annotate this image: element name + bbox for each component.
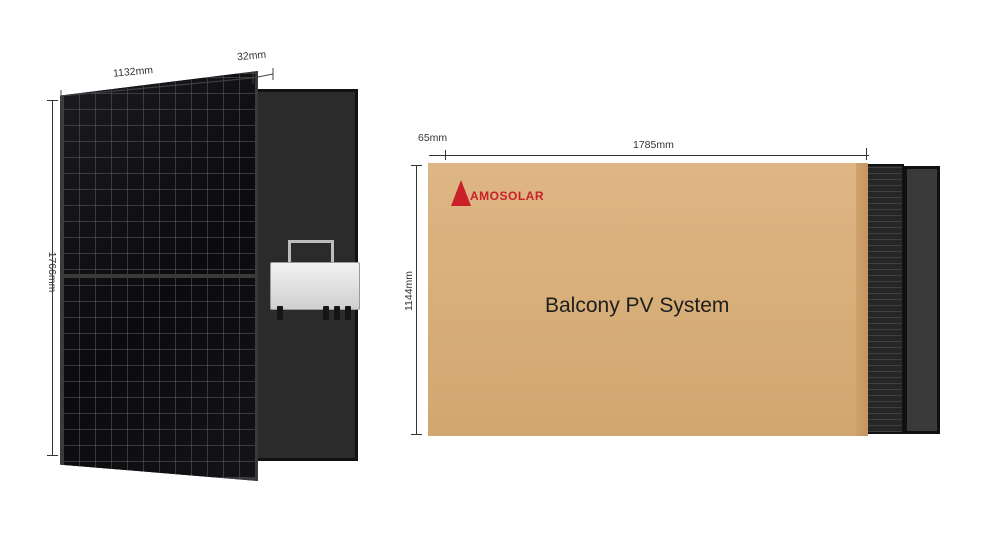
packed-panel-back (904, 166, 940, 434)
brand-logo-text: AMOSOLAR (470, 189, 544, 203)
box-height-dimension-line (416, 165, 417, 435)
panel-height-label: 1766mm (46, 251, 58, 293)
cardboard-box (428, 163, 868, 436)
height-dimension-tick (47, 100, 58, 101)
microinverter-icon (270, 262, 360, 310)
cardboard-box-side (856, 163, 868, 436)
connector-icon (323, 306, 329, 320)
width-dimension-line (60, 68, 274, 102)
box-height-dimension-tick (411, 434, 422, 435)
panel-depth-label: 32mm (236, 48, 267, 64)
box-height-dimension-tick (411, 165, 422, 166)
height-dimension-tick (47, 455, 58, 456)
connector-icon (277, 306, 283, 320)
connector-icon (334, 306, 340, 320)
box-length-label: 1785mm (633, 139, 674, 151)
length-dimension-tick (445, 150, 446, 160)
panel-divider (60, 274, 258, 278)
box-height-label: 1144mm (403, 270, 415, 312)
logo-triangle-icon (451, 180, 471, 206)
box-title: Balcony PV System (545, 294, 730, 317)
packed-panel-front (866, 164, 904, 434)
length-dimension-tick (866, 148, 867, 160)
length-dimension-line (429, 155, 869, 156)
connector-icon (345, 306, 351, 320)
box-offset-label: 65mm (418, 132, 448, 144)
inverter-bracket (288, 240, 334, 264)
height-dimension-line (52, 100, 53, 456)
